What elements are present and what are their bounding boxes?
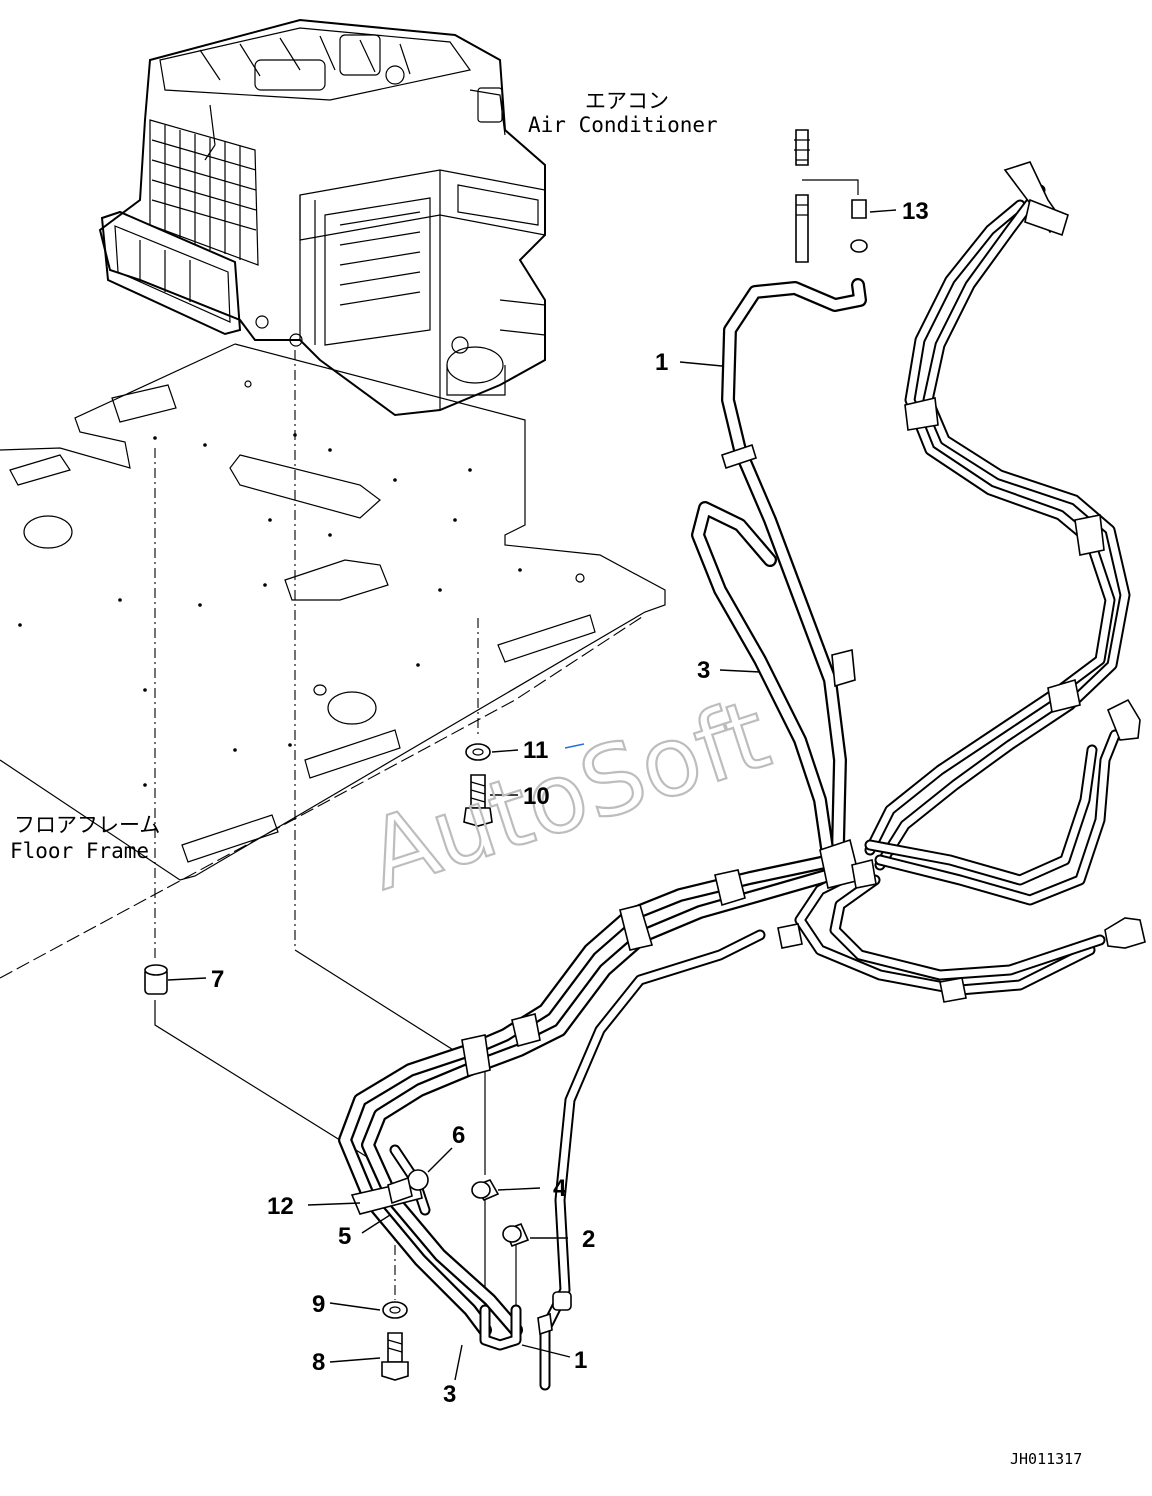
clamps-and-fittings bbox=[350, 161, 1146, 1336]
drawing-reference-number: JH011317 bbox=[1010, 1450, 1082, 1468]
part-10-bolt bbox=[463, 774, 493, 827]
floor-frame bbox=[0, 343, 666, 979]
callout-leaders bbox=[167, 209, 897, 1381]
callout-3-lower: 3 bbox=[443, 1381, 456, 1408]
part-7-spacer bbox=[144, 964, 168, 995]
callout-5: 5 bbox=[338, 1223, 351, 1250]
callout-2: 2 bbox=[582, 1226, 595, 1253]
floor-frame-label-jp: フロアフレーム bbox=[14, 813, 160, 837]
floor-frame-label-en: Floor Frame bbox=[10, 839, 149, 863]
callout-12: 12 bbox=[267, 1193, 294, 1220]
callout-9: 9 bbox=[312, 1291, 325, 1318]
callout-6: 6 bbox=[452, 1122, 465, 1149]
part-8-bolt bbox=[381, 1332, 409, 1381]
part-9-washer bbox=[382, 1301, 408, 1319]
callout-3-upper: 3 bbox=[697, 657, 710, 684]
air-conditioner-label-en: Air Conditioner bbox=[528, 113, 718, 137]
assembly-dashed-lines bbox=[154, 350, 479, 1300]
callout-10: 10 bbox=[523, 783, 550, 810]
callout-11: 11 bbox=[523, 737, 548, 764]
part-4-cap bbox=[471, 1179, 500, 1201]
callout-1-lower: 1 bbox=[574, 1347, 587, 1374]
callout-8: 8 bbox=[312, 1349, 325, 1376]
part-13-nipple bbox=[794, 129, 868, 263]
part-11-washer bbox=[465, 743, 491, 761]
part-2-cap bbox=[502, 1222, 530, 1248]
callout-1-upper: 1 bbox=[655, 349, 668, 376]
callout-13: 13 bbox=[902, 198, 929, 225]
callout-7: 7 bbox=[211, 966, 224, 993]
air-conditioner-label-jp: エアコン bbox=[585, 89, 669, 113]
air-conditioner-unit bbox=[98, 18, 546, 417]
callout-4: 4 bbox=[553, 1175, 567, 1202]
